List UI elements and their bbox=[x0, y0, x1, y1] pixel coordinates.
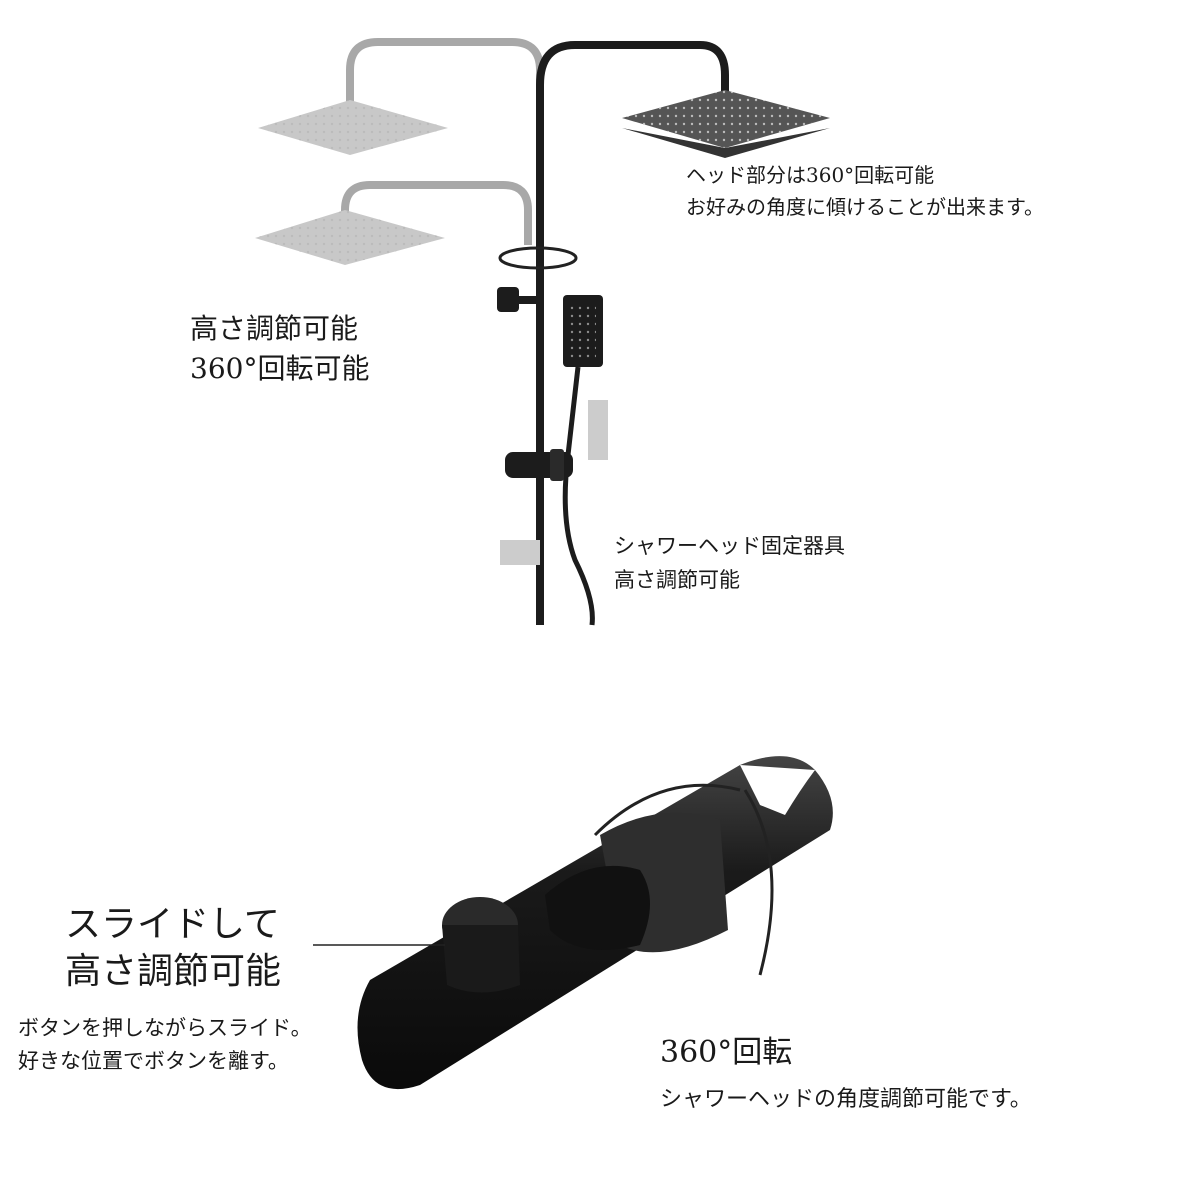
slide-bracket-closeup bbox=[357, 756, 833, 1090]
slide-desc-line1: ボタンを押しながらスライド。 bbox=[18, 1016, 312, 1040]
holder-note-line1: シャワーヘッド固定器具 bbox=[614, 534, 845, 558]
head-note-line1: ヘッド部分は360°回転可能 bbox=[686, 163, 935, 187]
holder-note-line2: 高さ調節可能 bbox=[614, 568, 740, 592]
slide-title-line1: スライドして bbox=[65, 904, 280, 945]
pole-note-line1: 高さ調節可能 bbox=[190, 312, 359, 345]
pole-note-line2: 360°回転可能 bbox=[190, 352, 370, 385]
rotate-arrow-icon bbox=[498, 246, 578, 270]
ghost-shower-arm-upper bbox=[341, 38, 544, 245]
slide-title-line2: 高さ調節可能 bbox=[65, 951, 282, 992]
rotate-desc: シャワーヘッドの角度調節可能です。 bbox=[660, 1087, 1032, 1112]
shower-pole bbox=[536, 41, 729, 625]
slide-desc-line2: 好きな位置でボタンを離す。 bbox=[18, 1049, 289, 1073]
rotate-title: 360°回転 bbox=[660, 1035, 793, 1070]
head-note-line2: お好みの角度に傾けることが出来ます。 bbox=[686, 195, 1044, 219]
rotate-arrow-icon bbox=[593, 783, 741, 837]
